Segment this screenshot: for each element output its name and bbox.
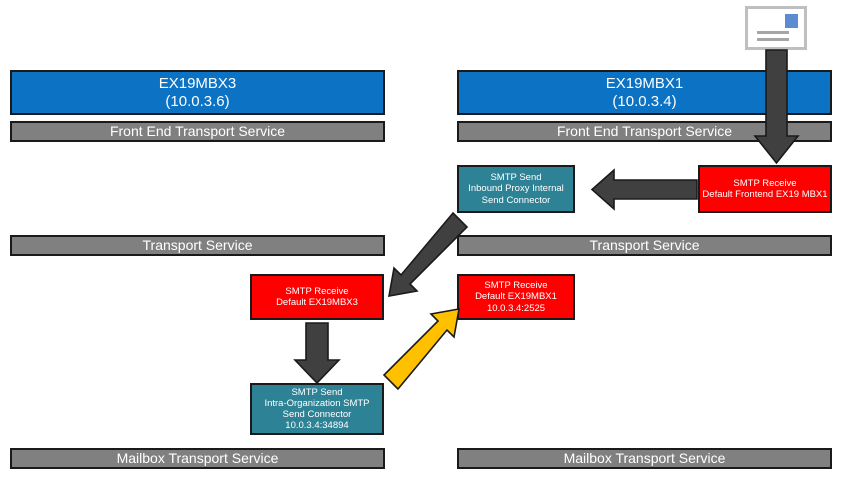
server-ip: (10.0.3.4) bbox=[612, 92, 677, 110]
connector-line-4: 10.0.3.4:34894 bbox=[285, 420, 349, 432]
envelope-stamp bbox=[785, 14, 798, 28]
server-name: EX19MBX1 bbox=[605, 74, 684, 92]
service-bar-right-mailbox: Mailbox Transport Service bbox=[457, 448, 832, 469]
service-bar-right-transport: Transport Service bbox=[457, 235, 832, 256]
envelope-icon bbox=[745, 6, 807, 50]
connector-receive-default-frontend-ex19mbx1: SMTP Receive Default Frontend EX19 MBX1 bbox=[698, 165, 832, 213]
connector-line-2: Default Frontend EX19 MBX1 bbox=[702, 189, 828, 200]
service-bar-left-transport: Transport Service bbox=[10, 235, 385, 256]
service-bar-label: Front End Transport Service bbox=[109, 123, 286, 140]
connector-line-3: Send Connector bbox=[282, 409, 352, 420]
connector-line-1: SMTP Send bbox=[490, 172, 542, 184]
service-bar-left-mailbox: Mailbox Transport Service bbox=[10, 448, 385, 469]
envelope-line-2 bbox=[757, 38, 789, 41]
connector-line-2: Default EX19MBX3 bbox=[276, 297, 358, 308]
server-name: EX19MBX3 bbox=[158, 74, 237, 92]
connector-line-2: Inbound Proxy Internal bbox=[468, 183, 564, 195]
connector-line-3: 10.0.3.4:2525 bbox=[486, 302, 546, 314]
arrow-frontend-receive-to-inbound-proxy bbox=[590, 168, 698, 211]
connector-line-1: SMTP Receive bbox=[484, 280, 548, 292]
connector-line-3: Send Connector bbox=[481, 194, 551, 206]
server-ip: (10.0.3.6) bbox=[165, 92, 230, 110]
service-bar-label: Mailbox Transport Service bbox=[116, 450, 279, 467]
connector-line-1: SMTP Send bbox=[291, 386, 343, 398]
connector-receive-default-ex19mbx3: SMTP Receive Default EX19MBX3 bbox=[250, 274, 384, 320]
connector-line-2: Intra-Organization SMTP bbox=[264, 397, 370, 409]
service-bar-right-front-end: Front End Transport Service bbox=[457, 121, 832, 142]
connector-send-inbound-proxy-internal: SMTP Send Inbound Proxy Internal Send Co… bbox=[457, 165, 575, 213]
connector-receive-default-ex19mbx1: SMTP Receive Default EX19MBX1 10.0.3.4:2… bbox=[457, 274, 575, 320]
server-box-ex19mbx3: EX19MBX3 (10.0.3.6) bbox=[10, 70, 385, 115]
arrow-ex19mbx3-receive-to-intra-org-send bbox=[293, 322, 341, 385]
service-bar-left-front-end: Front End Transport Service bbox=[10, 121, 385, 142]
arrow-inbound-proxy-to-ex19mbx3-receive bbox=[388, 211, 469, 297]
connector-line-2: Default EX19MBX1 bbox=[475, 291, 557, 303]
server-box-ex19mbx1: EX19MBX1 (10.0.3.4) bbox=[457, 70, 832, 115]
connector-line-1: SMTP Receive bbox=[285, 285, 349, 297]
service-bar-label: Front End Transport Service bbox=[556, 123, 733, 140]
connector-send-intra-organization-smtp: SMTP Send Intra-Organization SMTP Send C… bbox=[250, 383, 384, 435]
service-bar-label: Transport Service bbox=[142, 237, 253, 254]
arrow-intra-org-send-to-ex19mbx1-receive bbox=[382, 308, 460, 391]
connector-line-1: SMTP Receive bbox=[733, 177, 797, 189]
envelope-line-1 bbox=[757, 31, 789, 34]
service-bar-label: Mailbox Transport Service bbox=[563, 450, 726, 467]
service-bar-label: Transport Service bbox=[589, 237, 700, 254]
